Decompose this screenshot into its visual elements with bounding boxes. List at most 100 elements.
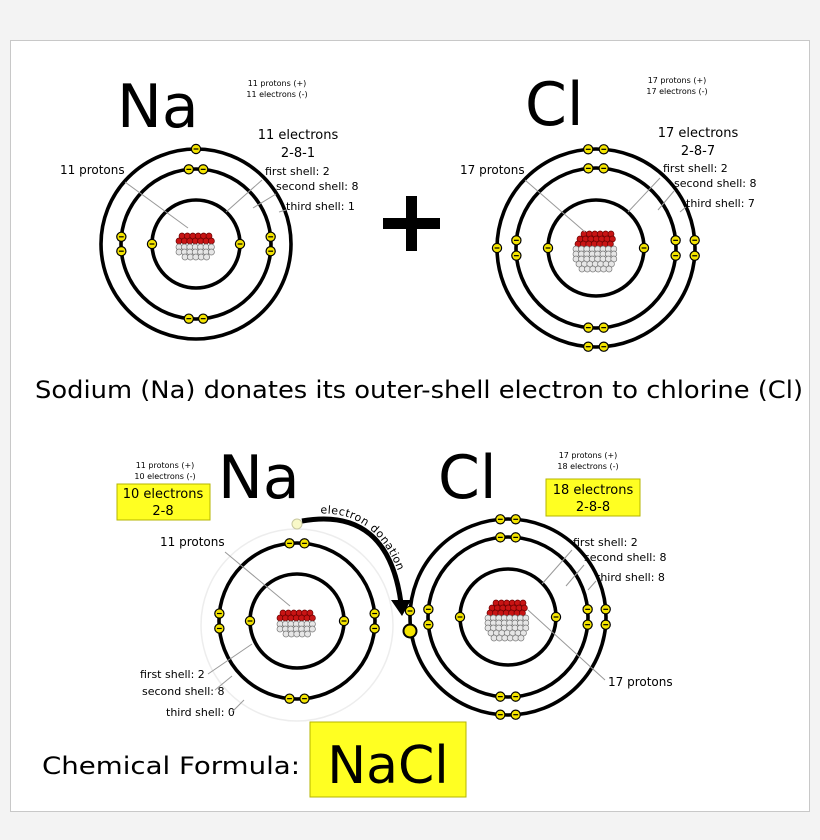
electron [495,691,506,702]
bottom-na-box-electrons: 10 electrons [123,487,204,502]
neutron [309,625,316,633]
leader-shell-1 [541,549,573,585]
electron [214,623,225,634]
leader-shell-2 [657,190,675,211]
electron [583,341,594,352]
neutron [203,253,210,261]
formula-box [309,721,467,798]
neutron [208,248,215,256]
bottom-na-ion [207,538,380,713]
electron [190,143,202,155]
electron [670,235,681,246]
electron [265,245,276,257]
bottom-na-summary-protons: 11 protons (+) [136,461,195,470]
leader-protons [527,609,606,681]
electron [495,532,506,543]
electron [299,693,310,704]
bottom-na-symbol: Na [218,443,300,513]
electron [244,615,256,627]
proton [208,237,215,245]
electron [600,604,611,615]
electron [689,235,700,246]
leader-shell-1 [627,177,661,213]
bottom-na-shell-1: first shell: 2 [140,668,205,681]
electron [116,245,127,257]
top-cl-shell-3: third shell: 7 [686,197,755,210]
bottom-na-electron-box [116,483,211,521]
electron [183,313,195,324]
electron [542,242,554,254]
top-na-atom [99,143,293,341]
electron [598,322,609,333]
caption: Sodium (Na) donates its outer-shell elec… [35,376,803,404]
electron [214,608,225,619]
electron [495,514,506,525]
electron [511,235,522,246]
electron [491,242,503,254]
electron [299,538,310,549]
plus-sign [383,196,440,251]
bottom-cl-protons-label: 17 protons [608,675,673,689]
electron [423,619,434,630]
electron [197,313,209,324]
top-cl-shell-2: second shell: 8 [674,177,757,190]
electron [404,605,416,617]
shell-2 [514,166,678,330]
top-cl-symbol: Cl [525,70,584,140]
leader-shell-2 [565,564,585,587]
top-na-summary-electrons: 11 electrons (-) [246,90,307,99]
electron [369,623,380,634]
donation-arrow-head [391,600,411,616]
bottom-cl-shell-2: second shell: 8 [584,551,667,564]
top-cl-atom [491,144,700,352]
bottom-cl-symbol: Cl [438,443,497,513]
leader-protons [224,551,291,607]
top-cl-group: Cl 17 protons (+) 17 electrons (-) 17 el… [460,70,757,352]
leader-shell-1 [225,179,263,213]
donation-arrow-shaft [301,516,404,604]
top-na-config: 2-8-1 [281,146,315,161]
formula: NaCl [327,736,449,796]
neutron [605,265,613,273]
electron [183,164,195,175]
top-cl-electrons-label: 17 electrons [658,126,739,141]
electron [116,231,127,243]
proton [309,614,316,622]
diagram-sheet [10,40,810,812]
electron [510,532,521,543]
top-na-group: Na 11 protons (+) 11 electrons (-) 11 el… [60,72,359,341]
top-na-shell-1: first shell: 2 [265,165,330,178]
leader-shell-3 [231,699,245,713]
leader-protons [524,179,586,233]
electron [583,322,594,333]
top-na-shell-2: second shell: 8 [276,180,359,193]
electron [598,144,609,155]
bottom-cl-box-electrons: 18 electrons [553,483,634,498]
electron [550,611,562,623]
electron [638,242,650,254]
electron [284,693,295,704]
electron [598,341,609,352]
top-cl-config: 2-8-7 [681,144,715,159]
electron [454,611,466,623]
shell-2 [217,541,377,701]
leader-shell-2 [252,193,277,209]
donated-electron [402,623,418,639]
donation-label: electron donation [320,503,407,572]
bottom-na-shell-2: second shell: 8 [142,685,225,698]
top-na-electrons-label: 11 electrons [258,128,339,143]
shell-2 [426,535,590,699]
electron [338,615,350,627]
bottom-cl-shell-1: first shell: 2 [573,536,638,549]
electron [197,164,209,175]
bottom-cl-summary-protons: 17 protons (+) [559,451,618,460]
electron [510,709,521,720]
shell-3 [408,517,608,717]
neutron [517,634,525,642]
bottom-cl-group: Cl 17 protons (+) 18 electrons (-) 18 el… [404,443,673,720]
bottom-cl-summary-electrons: 18 electrons (-) [557,462,618,471]
bottom-na-group: Na 11 protons (+) 10 electrons (-) 10 el… [116,443,394,722]
top-cl-summary-protons: 17 protons (+) [648,76,707,85]
bottom-cl-box-config: 2-8-8 [576,500,610,515]
